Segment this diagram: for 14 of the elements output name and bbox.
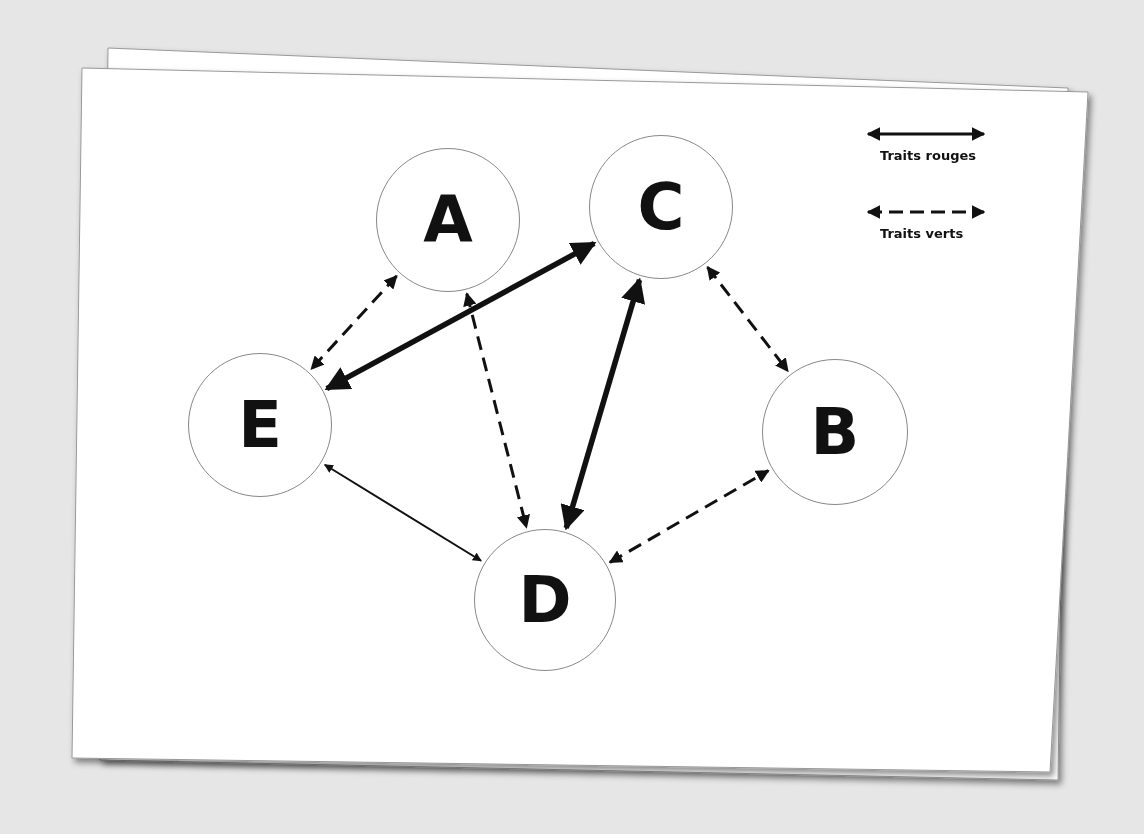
node-letter: D — [518, 563, 572, 637]
node-letter: E — [238, 388, 282, 462]
double-arrow — [323, 463, 483, 562]
legend-label: Traits verts — [880, 226, 964, 241]
double-arrow — [324, 240, 597, 392]
node-letter: C — [637, 170, 685, 244]
double-arrow — [608, 469, 770, 564]
double-arrow — [560, 277, 646, 531]
legend-label: Traits rouges — [880, 148, 976, 163]
node-letter: A — [423, 183, 473, 257]
double-arrow — [310, 275, 398, 370]
double-arrow — [706, 266, 790, 373]
double-arrow — [463, 292, 530, 529]
node-letter: B — [810, 395, 860, 469]
